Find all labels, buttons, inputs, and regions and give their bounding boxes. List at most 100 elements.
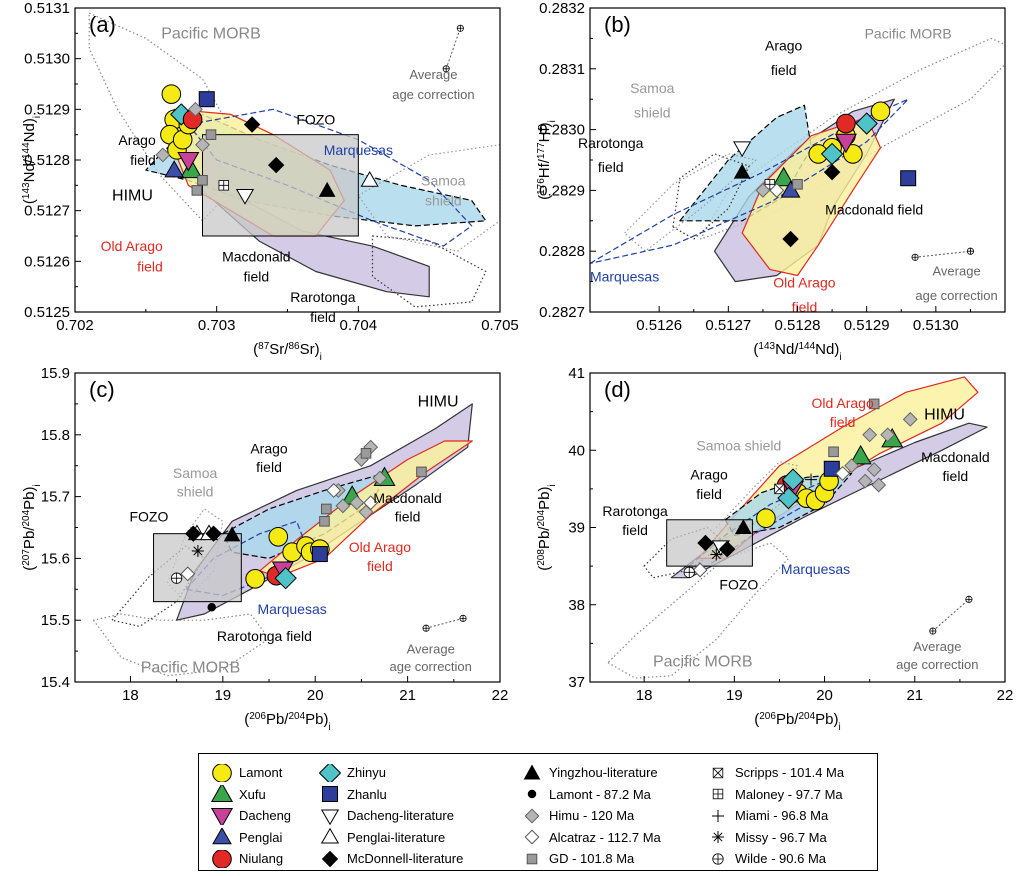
legend-label: Penglai-literature <box>347 829 446 845</box>
x-tick-label: 22 <box>492 687 509 704</box>
legend-label: McDonnell-literature <box>347 851 464 867</box>
data-point-square-plus <box>764 179 776 190</box>
legend-marker-icon <box>527 790 537 799</box>
legend-marker <box>712 853 724 865</box>
data-point-niulang <box>836 113 856 134</box>
age-correction-start-marker <box>442 65 450 73</box>
legend-item: Scripps - 101.4 Ma <box>707 762 844 784</box>
legend-label: Maloney - 97.7 Ma <box>735 786 843 802</box>
legend-label: Scripps - 101.4 Ma <box>735 765 845 781</box>
legend-marker <box>321 850 339 867</box>
legend-marker-icon <box>320 828 340 844</box>
plot-area <box>590 37 1005 283</box>
data-point-xufu <box>772 166 795 187</box>
field-marquesas <box>590 98 909 264</box>
legend-item: McDonnell-literature <box>319 848 463 870</box>
field-label: Old Arago <box>811 395 873 411</box>
y-tick-label: 0.5127 <box>24 203 70 220</box>
y-tick-label: 15.5 <box>41 612 70 629</box>
legend-marker <box>212 763 232 782</box>
legend-marker <box>524 808 540 824</box>
age-correction-start-marker <box>422 624 430 632</box>
field-label: Rarotonga <box>578 135 644 151</box>
data-point-dacheng <box>834 133 857 154</box>
legend-marker-icon <box>523 764 541 780</box>
field-label: shield <box>425 193 462 209</box>
legend-item: Lamont <box>211 762 291 784</box>
legend-marker <box>212 828 232 845</box>
y-tick-label: 41 <box>568 365 585 382</box>
field-label: Marquesas <box>590 269 659 285</box>
legend-marker <box>712 809 724 822</box>
y-tick-label: 0.5126 <box>24 253 70 270</box>
legend-label: Lamont <box>239 765 283 781</box>
data-point-lamont <box>756 508 776 529</box>
data-point-zhanlu <box>823 460 840 477</box>
data-point-penglai <box>164 160 185 178</box>
data-point-black-diamond <box>205 525 222 542</box>
data-point-gray-square <box>191 185 203 196</box>
data-point-gray-diamond <box>187 101 203 117</box>
field-label: field <box>256 459 282 475</box>
age-correction-end-marker <box>966 247 974 255</box>
data-point-open-diamond <box>180 566 196 582</box>
chart-panel-c: HIMUAragofieldSamoashieldFOZOMacdonaldfi… <box>21 365 509 733</box>
data-point-gray-diamond <box>372 470 388 486</box>
y-tick-label: 39 <box>568 520 585 537</box>
legend-column-4: Scripps - 101.4 Ma Maloney - 97.7 Ma Miami… <box>707 762 844 870</box>
field-label: age correction <box>390 659 472 674</box>
x-tick-label: 21 <box>906 687 923 704</box>
legend-marker <box>524 829 540 845</box>
legend-marker <box>320 828 340 844</box>
legend-marker-icon <box>712 831 724 844</box>
y-axis-label: (208Pb/204Pb)i <box>536 484 558 571</box>
legend-label: Himu - 120 Ma <box>549 808 635 824</box>
data-point-open-triangle-up <box>360 171 379 187</box>
field-label: Arago <box>250 440 288 456</box>
legend-label: Miami - 96.8 Ma <box>735 808 829 824</box>
y-tick-label: 15.4 <box>41 674 70 691</box>
data-point-gray-diamond <box>866 462 882 478</box>
plot-area <box>88 12 500 308</box>
legend-marker <box>211 785 233 803</box>
x-tick-label: 20 <box>816 687 833 704</box>
y-axis-label: (143Nd/144Nd)i <box>21 116 43 204</box>
field-label: HIMU <box>418 393 459 410</box>
y-tick-label: 0.2831 <box>539 61 585 78</box>
legend-label: Wilde - 90.6 Ma <box>735 851 827 867</box>
y-tick-label: 38 <box>568 597 585 614</box>
y-tick-label: 0.2830 <box>539 122 585 139</box>
age-correction-arrow <box>445 28 461 69</box>
legend-marker-icon <box>712 767 724 778</box>
field-label: field <box>943 468 969 484</box>
legend-item: GD - 101.8 Ma <box>521 848 661 870</box>
field-label: Marquesas <box>257 601 326 617</box>
field-samoa-shield <box>623 153 757 252</box>
data-point-circle-plus <box>170 572 183 584</box>
data-point-gray-square <box>319 516 330 527</box>
field-label: Marquesas <box>781 561 850 577</box>
data-point-black-triangle <box>223 526 241 542</box>
legend-label: Zhanlu <box>347 786 387 802</box>
fozo-box <box>153 533 242 603</box>
data-point-open-diamond <box>326 482 342 498</box>
data-point-circle-plus <box>683 566 695 578</box>
legend-label: Dacheng-literature <box>347 808 454 824</box>
legend-marker <box>322 786 338 803</box>
legend-label: Lamont - 87.2 Ma <box>549 786 651 802</box>
age-correction-arrow <box>915 250 971 258</box>
legend-item: Yingzhou-literature <box>521 762 661 784</box>
legend-item: Dacheng <box>211 805 291 827</box>
age-correction-end-marker <box>965 595 973 603</box>
legend-item: Xufu <box>211 784 291 806</box>
field-label: field <box>310 309 336 325</box>
data-point-square-x <box>774 483 785 495</box>
legend-marker <box>211 807 233 825</box>
data-point-square-plus <box>218 180 229 191</box>
y-tick-label: 0.2828 <box>539 243 585 260</box>
legend-label: Penglai <box>239 829 283 845</box>
data-point-asterisk <box>710 548 723 561</box>
data-point-gray-diamond <box>871 477 887 493</box>
legend-marker <box>527 790 537 799</box>
data-point-open-diamond <box>769 182 785 198</box>
